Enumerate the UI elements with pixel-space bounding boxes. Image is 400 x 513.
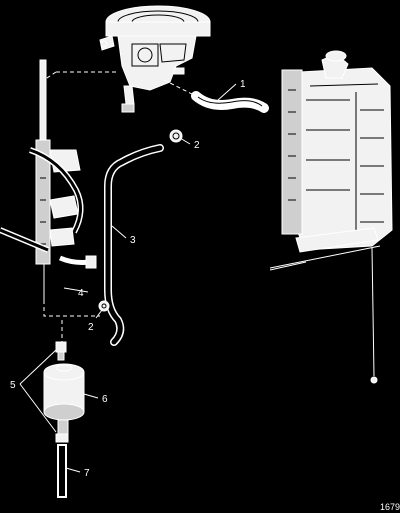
leader-lines: [19, 83, 237, 473]
callout-4: 4: [78, 288, 84, 299]
clamp-2-upper: [169, 129, 183, 143]
callout-5: 5: [10, 380, 16, 391]
fuel-filter-assembly: [43, 341, 85, 498]
callout-2-upper: 2: [194, 140, 200, 151]
figure-id: 1679: [380, 502, 400, 512]
fuel-bracket-assembly: [0, 59, 97, 300]
callout-1: 1: [240, 79, 246, 90]
fuel-cooler-assembly: [269, 50, 393, 384]
callout-2-lower: 2: [88, 322, 94, 333]
carburetor-assembly: [99, 5, 211, 113]
callouts: 1 2 3 4 2 5 6 7: [10, 79, 246, 479]
callout-7: 7: [84, 468, 90, 479]
callout-3: 3: [130, 235, 136, 246]
alignment-lines: [43, 71, 197, 342]
clamp-2-lower: [98, 300, 110, 312]
hose-1: [191, 91, 269, 113]
hose-3: [104, 144, 164, 346]
callout-6: 6: [102, 394, 108, 405]
